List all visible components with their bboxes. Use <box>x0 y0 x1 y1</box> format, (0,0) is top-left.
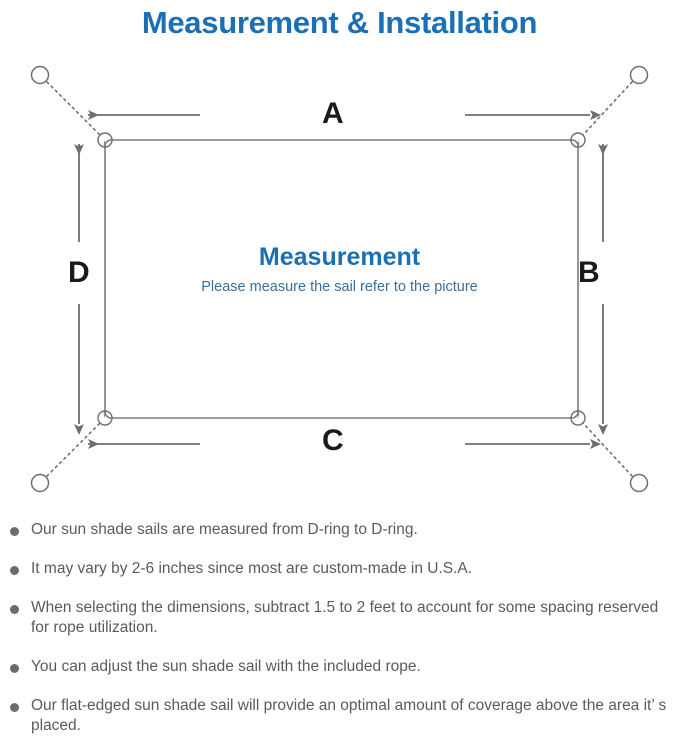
bullet-icon <box>10 605 19 614</box>
d-ring-top-left <box>97 132 113 149</box>
anchor-point-top-right <box>629 65 649 85</box>
list-item-text: Our sun shade sails are measured from D-… <box>31 521 418 538</box>
diagram-svg <box>30 65 649 493</box>
list-item: Our sun shade sails are measured from D-… <box>0 520 679 540</box>
anchor-point-bottom-left <box>30 473 50 493</box>
d-ring-top-right <box>570 132 586 149</box>
measurement-callout: Measurement Please measure the sail refe… <box>0 242 679 298</box>
dimension-label-a: A <box>322 97 344 130</box>
list-item: You can adjust the sun shade sail with t… <box>0 657 679 677</box>
page-title: Measurement & Installation <box>141 5 538 40</box>
dimension-label-b: B <box>578 256 600 289</box>
rope-top-left <box>46 81 101 136</box>
measurement-subtext: Please measure the sail refer to the pic… <box>201 279 478 295</box>
dimension-label-d: D <box>68 256 90 289</box>
d-ring-bottom-right <box>570 409 586 426</box>
sail-measurement-diagram: A B C D Measurement Please measure the s… <box>0 42 679 512</box>
sail-rectangle <box>104 139 579 419</box>
rope-top-right <box>582 81 633 136</box>
rope-bottom-left <box>46 422 101 477</box>
anchor-point-bottom-right <box>629 473 649 493</box>
list-item-text: You can adjust the sun shade sail with t… <box>31 658 421 675</box>
rope-bottom-right <box>582 422 633 477</box>
anchor-point-top-left <box>30 65 50 85</box>
list-item: Our flat-edged sun shade sail will provi… <box>0 696 679 736</box>
measurement-heading: Measurement <box>258 243 421 271</box>
dimension-label-c: C <box>322 424 344 457</box>
d-ring-bottom-left <box>97 409 113 426</box>
bullet-icon <box>10 566 19 575</box>
bullet-icon <box>10 664 19 673</box>
list-item-text: When selecting the dimensions, subtract … <box>31 599 659 636</box>
list-item-text: It may vary by 2-6 inches since most are… <box>31 560 473 577</box>
list-item: It may vary by 2-6 inches since most are… <box>0 559 679 579</box>
bullet-icon <box>10 527 19 536</box>
notes-list: Our sun shade sails are measured from D-… <box>0 520 679 755</box>
list-item: When selecting the dimensions, subtract … <box>0 598 679 638</box>
list-item-text: Our flat-edged sun shade sail will provi… <box>31 697 667 734</box>
bullet-icon <box>10 703 19 712</box>
